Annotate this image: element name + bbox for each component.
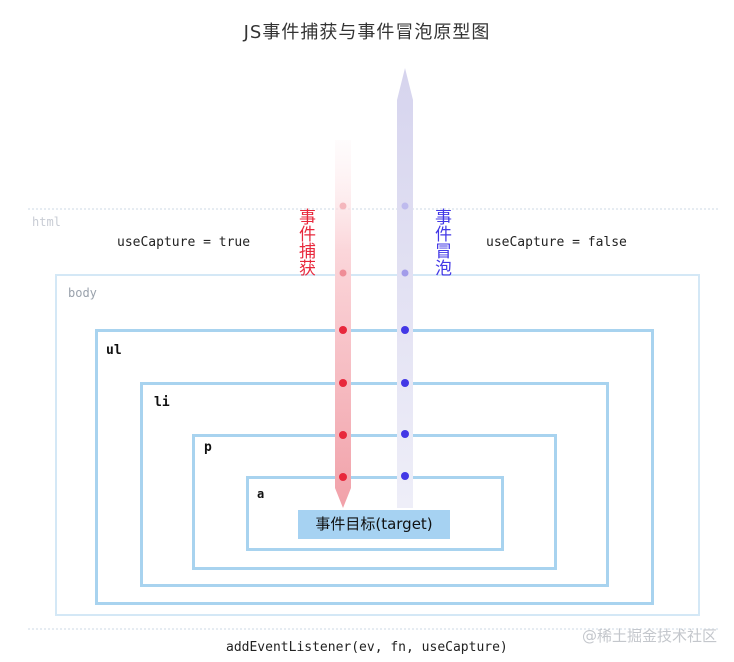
diagram-title: JS事件捕获与事件冒泡原型图 xyxy=(243,22,491,43)
ul-layer xyxy=(95,329,654,605)
body-layer xyxy=(55,274,700,616)
event-target-box: 事件目标(target) xyxy=(298,510,450,539)
use-capture-true-label: useCapture = true xyxy=(117,235,251,250)
add-event-listener-caption: addEventListener(ev, fn, useCapture) xyxy=(226,640,508,655)
ul-label: ul xyxy=(106,343,122,358)
html-layer xyxy=(28,208,718,630)
watermark: @稀土掘金技术社区 xyxy=(581,627,717,645)
li-layer xyxy=(140,382,609,587)
li-label: li xyxy=(154,395,170,410)
p-layer xyxy=(192,434,557,570)
p-label: p xyxy=(204,440,212,455)
bubble-phase-label: 事件冒泡 xyxy=(431,208,451,276)
html-label: html xyxy=(32,215,61,229)
capture-phase-label: 事件捕获 xyxy=(295,208,315,276)
a-label: a xyxy=(257,487,265,501)
body-label: body xyxy=(68,286,97,300)
a-layer xyxy=(246,476,504,551)
use-capture-false-label: useCapture = false xyxy=(486,235,627,250)
